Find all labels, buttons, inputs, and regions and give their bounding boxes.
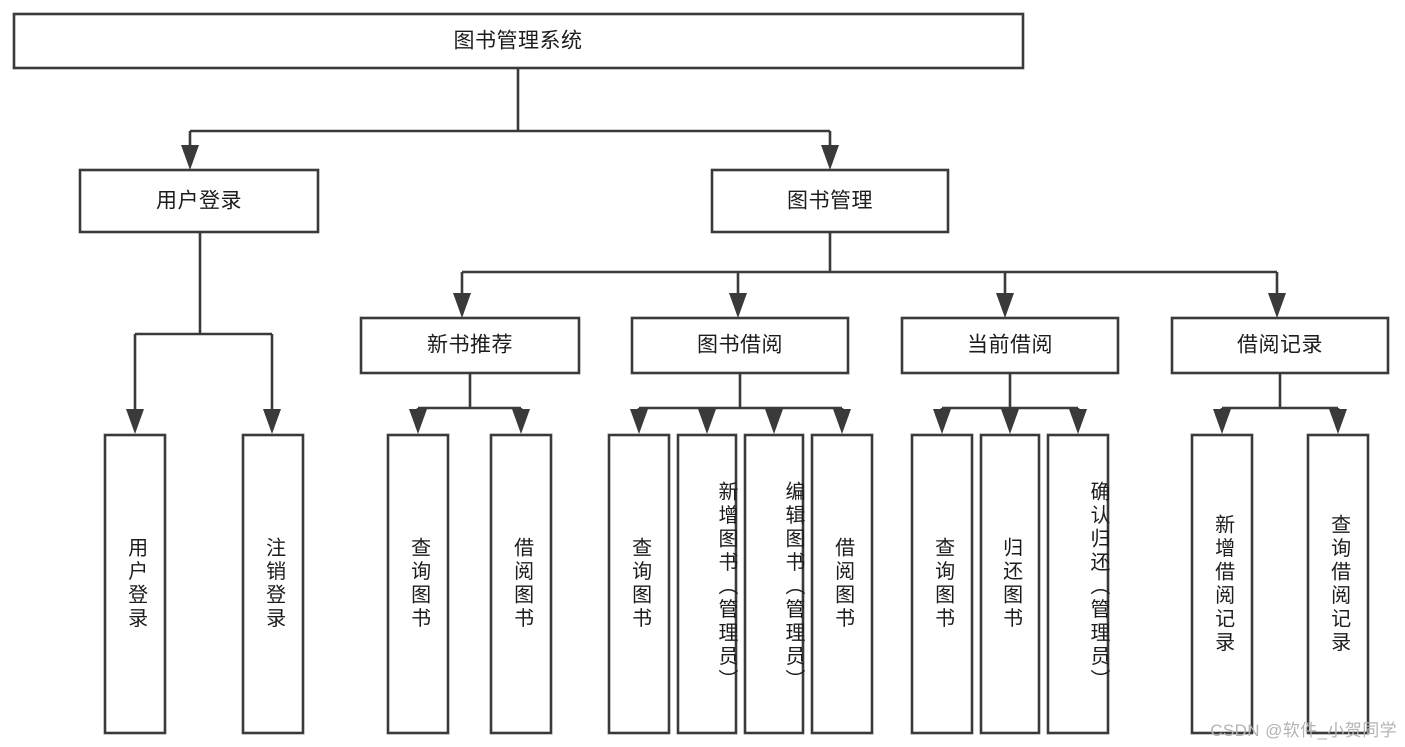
leaf-logout-login-box[interactable] (241, 433, 305, 735)
node-new-book-recommend-box[interactable] (359, 316, 581, 375)
connector-group-user-login (126, 232, 281, 434)
arrow-head-leaf-borrow-book-1 (512, 409, 530, 434)
leaf-query-record-box[interactable] (1306, 433, 1370, 735)
node-current-borrow-box[interactable] (900, 316, 1120, 375)
node-user-login-label: 用户登录 (156, 190, 242, 213)
arrow-head-leaf-confirm-return (1069, 409, 1087, 434)
connector-group-new-book-recommend (409, 373, 530, 434)
arrow-head-userlogin (181, 145, 199, 170)
arrow-head-leaf-query-book-3 (933, 409, 951, 434)
node-current-borrow-label: 当前借阅 (967, 334, 1053, 357)
arrow-head-leaf-logout-login (263, 409, 281, 434)
connector-group-root (181, 68, 839, 170)
arrow-head-borrow-record (1268, 293, 1286, 318)
node-book-borrow-box[interactable] (630, 316, 850, 375)
leaf-user-login-box[interactable] (103, 433, 167, 735)
node-book-management-label: 图书管理 (787, 190, 873, 213)
node-root-label: 图书管理系统 (454, 30, 583, 53)
node-borrow-record[interactable]: 借阅记录 (1170, 316, 1390, 375)
node-root[interactable]: 图书管理系统 (12, 12, 1025, 70)
arrow-head-bookmgmt (821, 145, 839, 170)
leaf-query-book-2-box[interactable] (607, 433, 671, 735)
arrow-head-leaf-query-record (1329, 409, 1347, 434)
arrow-head-book-borrow (729, 293, 747, 318)
leaf-return-book-box[interactable] (979, 433, 1041, 735)
node-book-borrow[interactable]: 图书借阅 (630, 316, 850, 375)
connector-group-book-borrow (630, 373, 851, 434)
arrow-head-leaf-add-book (698, 409, 716, 434)
leaf-add-book-box[interactable] (676, 433, 738, 735)
arrow-head-new-book-recommend (453, 293, 471, 318)
arrow-head-leaf-borrow-book-2 (833, 409, 851, 434)
connector-group-current-borrow (933, 373, 1087, 434)
node-new-book-recommend[interactable]: 新书推荐 (359, 316, 581, 375)
node-book-management-box[interactable] (710, 168, 950, 234)
node-new-book-recommend-label: 新书推荐 (427, 334, 513, 357)
arrow-head-leaf-user-login (126, 409, 144, 434)
arrow-head-leaf-edit-book (765, 409, 783, 434)
node-book-management[interactable]: 图书管理 (710, 168, 950, 234)
arrow-head-current-borrow (996, 293, 1014, 318)
leaf-query-book-3-box[interactable] (910, 433, 974, 735)
leaf-boxes (103, 433, 1370, 735)
leaf-borrow-book-2-box[interactable] (810, 433, 874, 735)
leaf-query-book-1-box[interactable] (386, 433, 450, 735)
arrow-head-leaf-query-book-1 (409, 409, 427, 434)
node-borrow-record-label: 借阅记录 (1237, 334, 1323, 357)
node-root-box[interactable] (12, 12, 1025, 70)
leaf-edit-book-box[interactable] (743, 433, 805, 735)
csdn-watermark: CSDN @软件_小贺同学 (1210, 721, 1397, 740)
leaf-add-record-box[interactable] (1190, 433, 1254, 735)
leaf-borrow-book-1-box[interactable] (489, 433, 553, 735)
leaf-confirm-return-box[interactable] (1046, 433, 1110, 735)
node-book-borrow-label: 图书借阅 (697, 334, 783, 357)
connector-group-borrow-record (1213, 373, 1347, 434)
connector-group-book-management (453, 232, 1286, 318)
arrow-head-leaf-return-book (1001, 409, 1019, 434)
node-user-login-box[interactable] (78, 168, 320, 234)
node-borrow-record-box[interactable] (1170, 316, 1390, 375)
node-user-login[interactable]: 用户登录 (78, 168, 320, 234)
arrow-head-leaf-add-record (1213, 409, 1231, 434)
arrow-head-leaf-query-book-2 (630, 409, 648, 434)
node-current-borrow[interactable]: 当前借阅 (900, 316, 1120, 375)
